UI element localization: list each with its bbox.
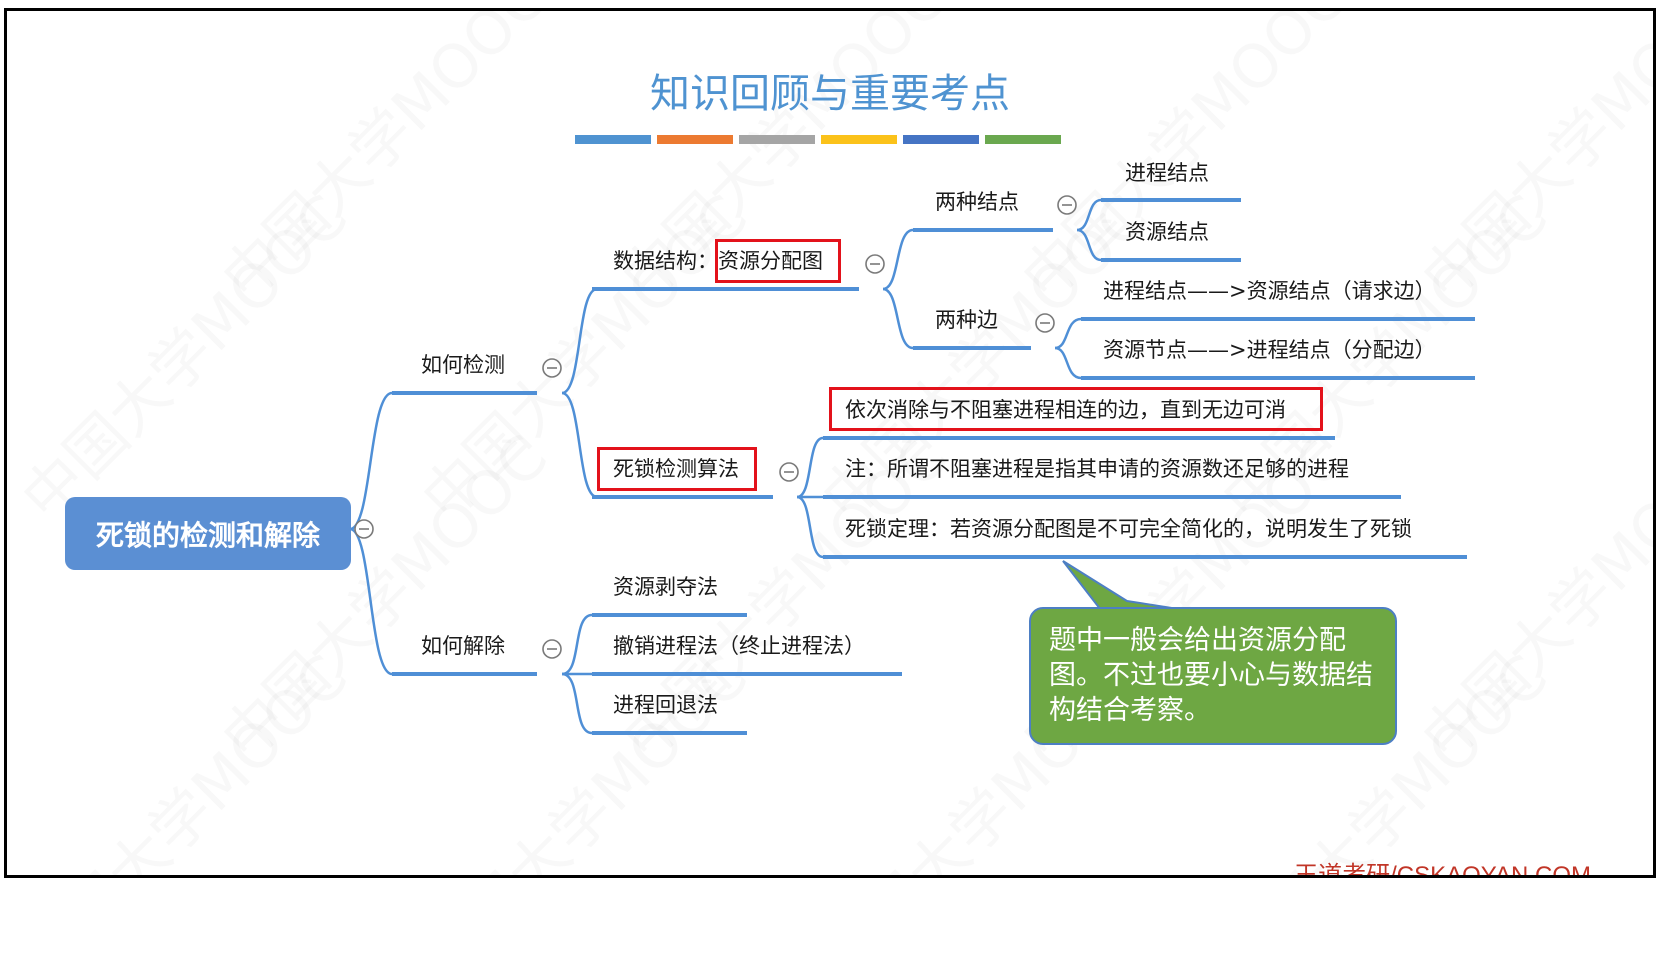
node-terminate-process[interactable]: 撤销进程法（终止进程法） <box>613 634 865 658</box>
collapse-toggle-detect <box>542 358 562 378</box>
collapse-toggle-resolve <box>542 639 562 659</box>
node-two-nodes[interactable]: 两种结点 <box>935 190 1019 214</box>
collapse-toggle-algorithm <box>779 462 799 482</box>
color-bar <box>575 135 651 144</box>
connector-resolve-item3 <box>561 672 593 735</box>
connector-ds-edges <box>882 287 914 350</box>
node-data-structure[interactable]: 数据结构：资源分配图 <box>613 249 823 273</box>
node-alg-note[interactable]: 注：所谓不阻塞进程是指其申请的资源数还足够的进程 <box>845 457 1349 481</box>
collapse-toggle-nodes <box>1057 195 1077 215</box>
root-node[interactable]: 死锁的检测和解除 <box>65 497 351 570</box>
node-detection-algorithm[interactable]: 死锁检测算法 <box>613 457 739 481</box>
node-resource-preemption[interactable]: 资源剥夺法 <box>613 575 718 599</box>
highlight-box-alg-step <box>829 387 1323 431</box>
collapse-toggle-root <box>354 519 374 539</box>
node-request-edge[interactable]: 进程结点——>资源结点（请求边） <box>1103 279 1436 303</box>
highlight-box-resource-graph <box>715 239 841 283</box>
highlight-box-algorithm <box>597 447 757 491</box>
data-structure-prefix: 数据结构： <box>613 249 718 273</box>
connector-root-detect <box>349 391 393 531</box>
node-process-node[interactable]: 进程结点 <box>1125 161 1209 185</box>
connector-edges-item1 <box>1054 317 1082 350</box>
connector-detect-datastructure <box>561 287 598 395</box>
color-bar <box>821 135 897 144</box>
connector-nodes-item2 <box>1076 228 1102 262</box>
color-bar <box>739 135 815 144</box>
connector-edges-item2 <box>1054 346 1082 380</box>
color-bar <box>985 135 1061 144</box>
footer-brand: 王道考研/CSKAOYAN.COM <box>1294 862 1591 878</box>
title-color-bars <box>575 135 1061 144</box>
slide-title: 知识回顾与重要考点 <box>650 71 1010 117</box>
color-bar <box>657 135 733 144</box>
callout-note: 题中一般会给出资源分配图。不过也要小心与数据结构结合考察。 <box>1029 607 1397 745</box>
node-process-rollback[interactable]: 进程回退法 <box>613 693 718 717</box>
node-alg-step[interactable]: 依次消除与不阻塞进程相连的边，直到无边可消 <box>845 398 1286 422</box>
node-how-resolve[interactable]: 如何解除 <box>421 634 505 658</box>
node-assignment-edge[interactable]: 资源节点——>进程结点（分配边） <box>1103 338 1436 362</box>
connector-detect-algorithm <box>561 391 598 499</box>
connector-resolve-item1 <box>561 613 593 676</box>
connector-alg-item3 <box>796 495 824 559</box>
collapse-toggle-datastructure <box>865 254 885 274</box>
collapse-toggle-edges <box>1035 313 1055 333</box>
connector-alg-item1 <box>796 436 824 499</box>
color-bar <box>903 135 979 144</box>
mindmap-connectors <box>349 195 1475 735</box>
node-how-detect[interactable]: 如何检测 <box>421 353 505 377</box>
node-alg-theorem[interactable]: 死锁定理：若资源分配图是不可完全简化的，说明发生了死锁 <box>845 517 1412 541</box>
connector-root-resolve <box>349 527 393 676</box>
connector-nodes-item1 <box>1076 198 1102 232</box>
node-resource-node[interactable]: 资源结点 <box>1125 220 1209 244</box>
data-structure-highlight: 资源分配图 <box>718 249 823 273</box>
connector-ds-nodes <box>882 228 914 291</box>
node-two-edges[interactable]: 两种边 <box>935 308 998 332</box>
